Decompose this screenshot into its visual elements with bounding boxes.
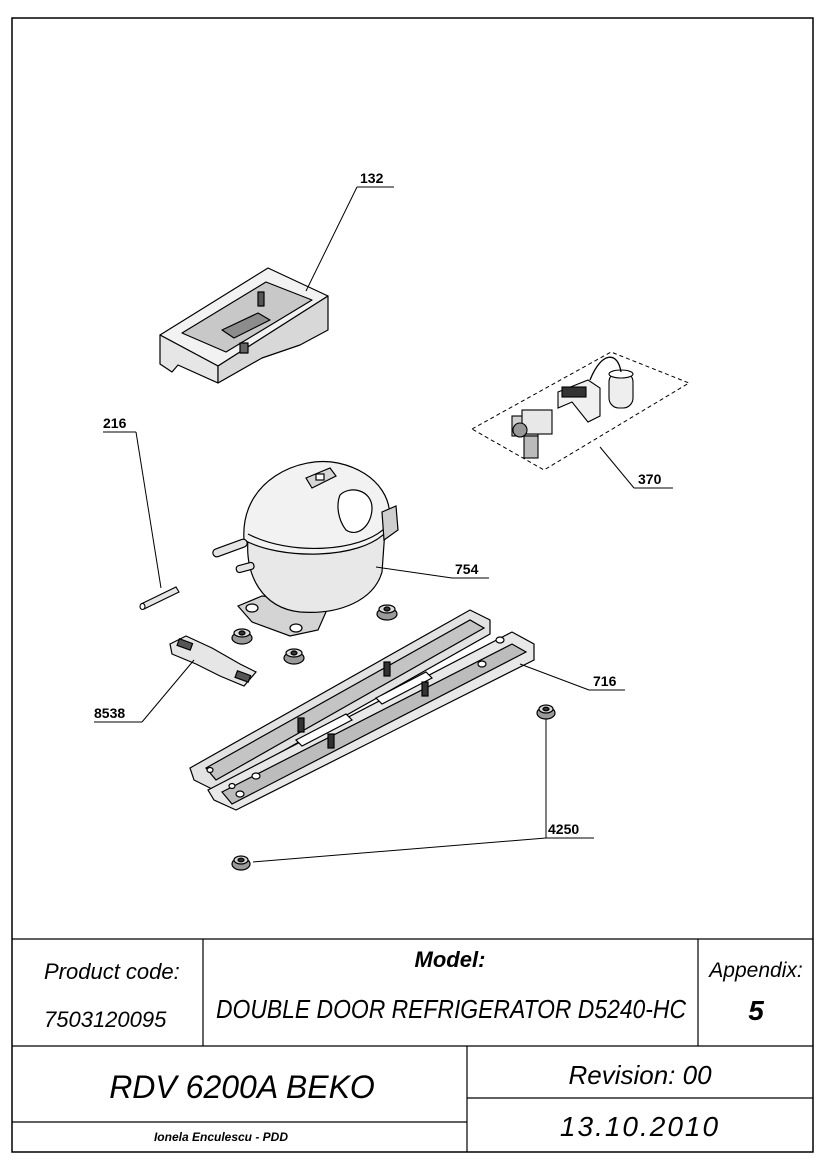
product-code: 7503120095 — [44, 1007, 167, 1032]
callout-4250: 4250 — [548, 821, 579, 837]
part-716-mounting-rails — [189, 609, 535, 811]
model-label: Model: — [415, 947, 486, 972]
title-block — [12, 938, 813, 1152]
drawing-frame — [11, 17, 814, 1153]
callout-8538: 8538 — [94, 705, 125, 721]
grommet — [283, 648, 305, 665]
part-4250-grommet — [536, 704, 556, 720]
part-216-pin — [139, 586, 180, 611]
appendix-label: Appendix: — [707, 959, 802, 982]
part-370-electrical-kit — [470, 351, 691, 471]
part-8538-bracket — [169, 635, 257, 687]
part-132-cover — [159, 267, 329, 384]
appendix-number: 5 — [748, 995, 764, 1026]
part-4250-grommet — [231, 855, 251, 871]
leader-370 — [599, 446, 635, 489]
callout-216: 216 — [103, 415, 127, 431]
callout-754: 754 — [455, 561, 479, 577]
leader-716 — [519, 663, 590, 691]
grommet — [231, 628, 253, 645]
callout-716: 716 — [593, 673, 617, 689]
product-code-label: Product code: — [44, 959, 180, 984]
revision: Revision: 00 — [568, 1060, 712, 1090]
leader-754 — [375, 566, 453, 579]
callout-132: 132 — [360, 170, 384, 186]
part-754-compressor — [212, 461, 399, 637]
model-name: DOUBLE DOOR REFRIGERATOR D5240-HC — [216, 994, 686, 1024]
author: Ionela Enculescu - PDD — [154, 1130, 288, 1144]
grommet-set — [231, 604, 398, 665]
revision-date: 13.10.2010 — [560, 1111, 720, 1142]
grommet — [376, 604, 398, 621]
callout-370: 370 — [638, 471, 662, 487]
product-name: RDV 6200A BEKO — [109, 1069, 375, 1105]
